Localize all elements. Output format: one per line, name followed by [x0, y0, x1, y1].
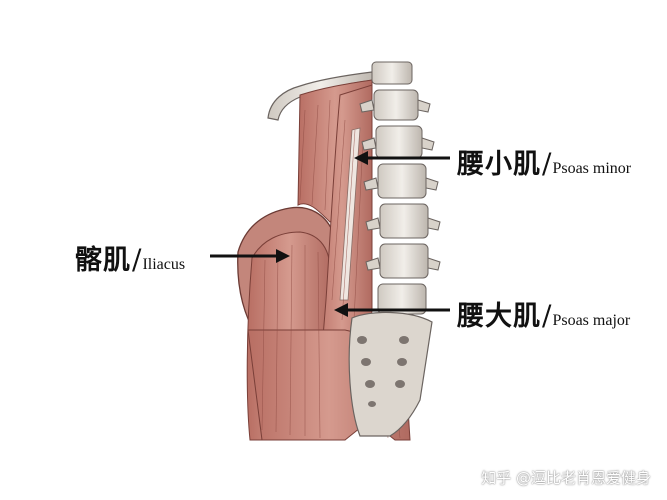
- sacral-foramina: [357, 336, 409, 407]
- label-slash: /: [542, 147, 552, 180]
- label-psoas-major: 腰大肌 / Psoas major: [457, 294, 630, 333]
- label-slash: /: [542, 299, 552, 332]
- label-psoas-minor-zh: 腰小肌: [457, 149, 541, 180]
- label-iliacus-zh: 髂肌: [75, 245, 131, 276]
- label-psoas-minor: 腰小肌 / Psoas minor: [457, 142, 631, 181]
- label-psoas-minor-en: Psoas minor: [552, 160, 632, 177]
- label-slash: /: [132, 243, 142, 276]
- psoas-minor-tendon: [339, 127, 361, 301]
- label-psoas-major-zh: 腰大肌: [457, 301, 541, 332]
- label-iliacus-en: Iliacus: [142, 256, 186, 273]
- label-psoas-major-en: Psoas major: [552, 312, 631, 329]
- sacrum: [348, 311, 433, 437]
- watermark: 知乎 @逗比老肖恩爱健身: [481, 469, 651, 487]
- label-iliacus: 髂肌 / Iliacus: [75, 238, 185, 277]
- pointer-arrows: [210, 151, 450, 317]
